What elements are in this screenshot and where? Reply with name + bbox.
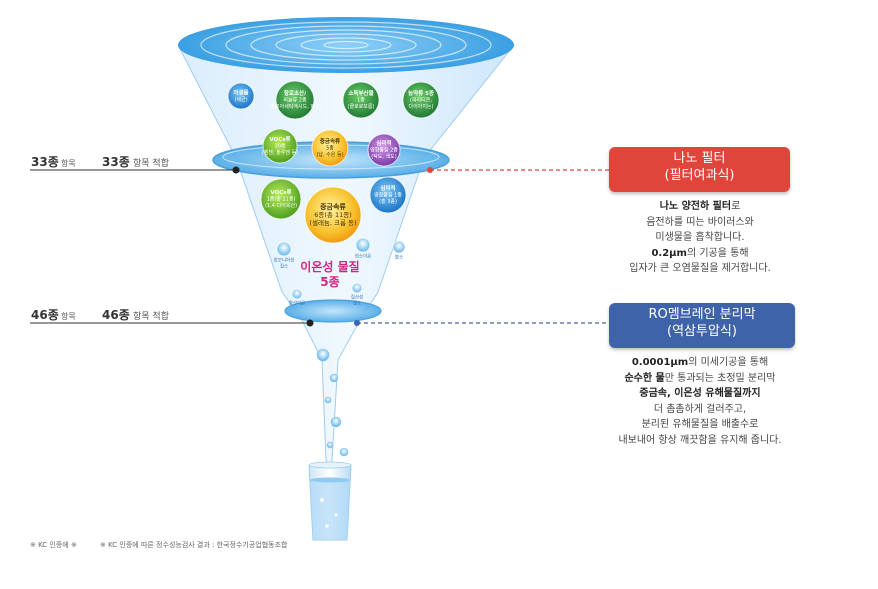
bubble-label: (총 3종) xyxy=(379,198,397,205)
bubble-label: 영향물질 1종 xyxy=(374,192,402,199)
bubble-label: 1종(총 11종) xyxy=(267,196,296,203)
bubble-label: 질산성 xyxy=(351,294,363,301)
nano-desc-line: 음전하를 띠는 바이러스와 xyxy=(646,216,754,228)
bubble-label: 황산이온 xyxy=(289,300,306,307)
label-46-b: 46종 xyxy=(102,308,130,322)
nano-desc-line: 0.2μm의 기공을 통해 xyxy=(651,247,749,259)
contaminant-bubble: 농약류 5종(파라티온,다이아지논) xyxy=(402,81,440,119)
bubble-label: (납, 수은 등) xyxy=(316,151,343,158)
footnote-left: ※ KC 인증에 ※ xyxy=(30,541,77,549)
footnote-main: ※ KC 인증에 따른 정수성능검사 결과 : 한국정수기공업협동조합 xyxy=(100,541,288,549)
bubble-label: 10종 xyxy=(275,144,286,150)
label-33-a: 33종 xyxy=(31,155,59,169)
bubble-label: (1,4-다이옥산) xyxy=(265,202,297,209)
indicator-dot-33 xyxy=(232,166,240,174)
bubble-label: 6종(총 11종) xyxy=(314,210,352,219)
ro-membrane-subtitle: (역삼투압식) xyxy=(667,324,737,339)
ionic-substances-label: 이온성 물질 xyxy=(300,259,359,274)
label-33-a-suffix: 항목 xyxy=(61,159,76,168)
ionic-substances-count: 5종 xyxy=(320,275,339,289)
bubble-label: (벤젠, 톨루엔 등) xyxy=(262,149,298,156)
bubble-label: 소독부산물 xyxy=(348,89,373,97)
nano-desc-line: 입자가 큰 오염물질을 제거합니다. xyxy=(629,263,771,274)
contaminant-bubble: 항로초산/퍼놀류 2종(할로아세틱애시드, 페놀) xyxy=(268,80,322,120)
water-droplets xyxy=(316,348,349,457)
nano-filter-box: 나노 필터 (필터여과식) xyxy=(609,147,790,192)
bubble-label: VOCs류 xyxy=(270,188,291,196)
label-46-a: 46종 xyxy=(31,308,59,322)
nano-desc-line: 나노 양전하 필터로 xyxy=(659,201,741,212)
label-46-b-suffix: 항목 적합 xyxy=(133,310,169,322)
ro-membrane-box: RO멤브레인 분리막 (역삼투압식) xyxy=(609,303,795,348)
contaminant-bubble: 염소이온 xyxy=(355,237,372,260)
bubble-label: VOCs류 xyxy=(269,135,290,143)
bubble-label: (세균) xyxy=(234,96,247,103)
bubble-label: 미생물 xyxy=(233,88,248,96)
bubble-label: 심미적 xyxy=(380,184,395,192)
nano-filter-title: 나노 필터 xyxy=(673,151,726,166)
bubble-label: 항로초산/ xyxy=(284,89,307,97)
ro-membrane-title: RO멤브레인 분리막 xyxy=(648,307,756,322)
bubble-label: 다이아지논) xyxy=(409,103,434,110)
label-33-b-suffix: 항목 적합 xyxy=(133,157,169,169)
bubble-label: 5종 xyxy=(326,146,334,152)
ro-desc-line: 내보내어 항상 깨끗함을 유지해 줍니다. xyxy=(618,434,782,446)
ro-desc-line: 더 촘촘하게 걸러주고, xyxy=(653,403,747,415)
bubble-label: 1종 xyxy=(357,98,365,104)
indicator-dot-46 xyxy=(306,319,314,327)
water-glass xyxy=(308,461,352,541)
ro-desc-line: 분리된 유해물질을 배출수로 xyxy=(641,419,759,430)
bubble-label: 질소 xyxy=(280,263,288,270)
bubble-label: 질소 xyxy=(353,300,361,307)
bubble-label: 농약류 5종 xyxy=(408,89,434,97)
ro-desc-line: 중금속, 이온성 유해물질까지 xyxy=(639,388,761,399)
bubble-label: (클로로포름) xyxy=(348,104,375,110)
bubble-label: 영향물질 2종 xyxy=(370,147,398,154)
ro-desc-line: 순수한 물만 통과되는 초정밀 분리막 xyxy=(624,372,776,384)
contaminant-bubble: 미생물(세균) xyxy=(227,82,255,110)
contaminant-bubble: 황산이온 xyxy=(289,288,306,307)
nano-filter-subtitle: (필터여과식) xyxy=(664,168,735,183)
bubble-label: 퍼놀류 2종 xyxy=(283,97,307,104)
label-33-b: 33종 xyxy=(102,155,130,169)
bubble-label: (탁도, 색도) xyxy=(371,153,397,160)
bubble-label: 염소이온 xyxy=(355,253,372,260)
bubble-label: (파라티온, xyxy=(410,97,432,104)
label-46-a-suffix: 항목 xyxy=(61,312,76,321)
bubble-label: 심미적 xyxy=(376,139,391,147)
bubble-label: 중금속류 xyxy=(320,137,340,145)
ro-membrane-ring xyxy=(284,299,382,323)
bubble-label: (할로아세틱애시드, 페놀) xyxy=(268,103,321,110)
bubble-label: 중금속류 xyxy=(320,202,346,211)
contaminant-bubble: 불소 xyxy=(392,240,406,261)
bubble-label: (셀레늄, 크롬 등) xyxy=(309,218,356,227)
bubble-label: 불소 xyxy=(395,254,403,261)
ro-desc-line: 0.0001μm의 미세기공을 통해 xyxy=(631,357,769,368)
nano-desc-line: 미생물을 흡착합니다. xyxy=(655,232,745,243)
bubble-label: 암모니아성 xyxy=(274,257,295,264)
